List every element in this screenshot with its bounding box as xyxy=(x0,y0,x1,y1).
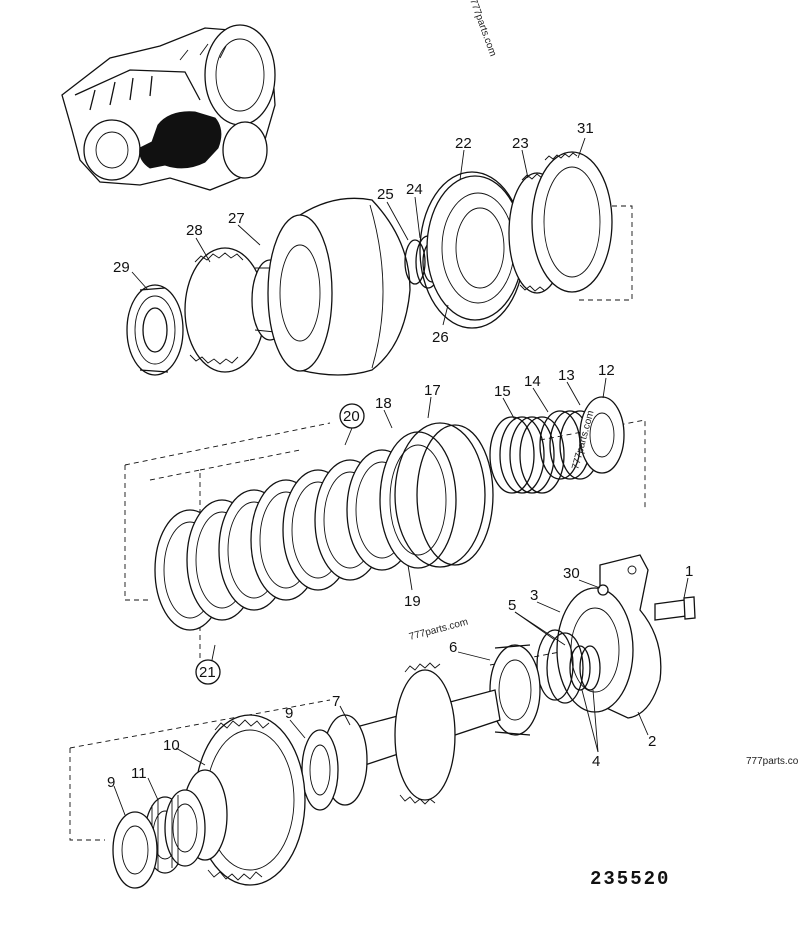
gear-10 xyxy=(182,714,306,886)
callout-3: 3 xyxy=(530,587,538,604)
callout-4: 4 xyxy=(592,753,600,770)
callout-27: 27 xyxy=(228,210,245,227)
callout-13: 13 xyxy=(558,367,575,384)
callout-numbers: 31 23 22 24 25 26 27 28 29 12 13 14 15 1… xyxy=(107,120,693,791)
piston-22 xyxy=(419,171,525,329)
callout-1: 1 xyxy=(685,563,693,580)
callout-11: 11 xyxy=(131,765,147,782)
thrust-washer-9-left xyxy=(112,811,158,889)
ring-17-18 xyxy=(394,422,494,568)
callout-9-right: 9 xyxy=(285,705,293,722)
clutch-drum-27 xyxy=(267,197,411,376)
rings-4-5 xyxy=(536,629,601,704)
callout-15: 15 xyxy=(494,383,511,400)
callout-26: 26 xyxy=(432,329,449,346)
callout-9-left: 9 xyxy=(107,774,115,791)
callout-10: 10 xyxy=(163,737,180,754)
callout-2: 2 xyxy=(648,733,656,750)
callout-12: 12 xyxy=(598,362,615,379)
watermark-right: 777parts.co xyxy=(746,756,799,767)
callout-31: 31 xyxy=(577,120,594,137)
callout-5: 5 xyxy=(508,597,516,614)
callout-18: 18 xyxy=(375,395,392,412)
highlighted-clutch-pack xyxy=(139,111,222,169)
spring-15 xyxy=(489,416,565,494)
callout-6: 6 xyxy=(449,639,457,656)
callout-7: 7 xyxy=(332,693,340,710)
transmission-housing-thumbnail xyxy=(61,24,276,191)
callout-21-circle xyxy=(195,659,221,685)
callout-21: 21 xyxy=(199,664,216,681)
drawing-number: 235520 xyxy=(590,868,670,890)
screw-30 xyxy=(597,584,609,596)
callout-20: 20 xyxy=(343,408,360,425)
shaft-7 xyxy=(322,662,501,806)
watermark-top-right: 777parts.com xyxy=(467,0,498,58)
row-2-frame xyxy=(124,419,646,660)
callout-17: 17 xyxy=(424,382,441,399)
callout-25: 25 xyxy=(377,186,394,203)
backing-ring-31 xyxy=(531,151,613,293)
watermark-middle: 777parts.com xyxy=(408,617,469,643)
callout-14: 14 xyxy=(524,373,541,390)
bolt-1 xyxy=(654,596,696,621)
callout-30: 30 xyxy=(563,565,580,582)
leader-lines xyxy=(113,137,689,816)
callout-29: 29 xyxy=(113,259,130,276)
needle-bearings-11 xyxy=(144,789,206,874)
row-1-frame xyxy=(578,205,633,301)
thrust-washer-9-right xyxy=(301,729,339,811)
callout-23: 23 xyxy=(512,135,529,152)
bearing-6 xyxy=(489,644,541,736)
bearing-29 xyxy=(126,284,184,376)
callout-19: 19 xyxy=(404,593,421,610)
retainer-12-13 xyxy=(579,396,625,474)
callout-20-circle xyxy=(339,403,365,429)
clutch-plates-20-21 xyxy=(154,449,418,631)
callout-22: 22 xyxy=(455,135,472,152)
pressure-plate-19 xyxy=(379,431,457,569)
callout-28: 28 xyxy=(186,222,203,239)
callout-24: 24 xyxy=(406,181,423,198)
